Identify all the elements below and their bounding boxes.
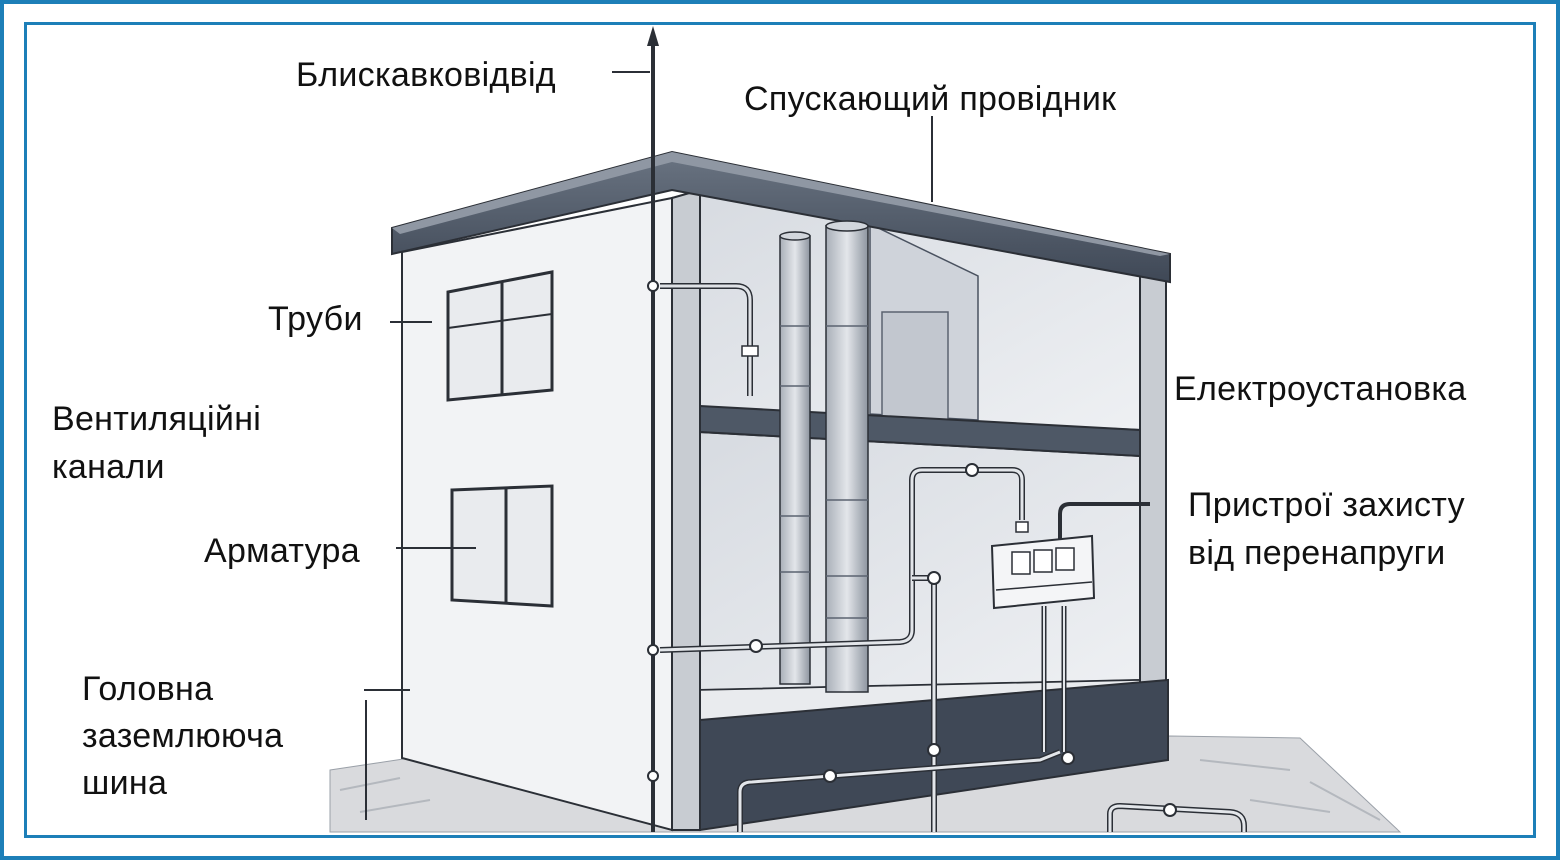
label-grounding-line2: заземлююча <box>82 717 284 755</box>
label-lightning-rod: Блискавковідвід <box>296 56 556 94</box>
label-rebar: Арматура <box>204 532 360 570</box>
inner-border <box>24 22 1536 838</box>
label-surge-line2: від перенапруги <box>1188 534 1446 572</box>
grounding-conductors <box>659 463 1247 832</box>
leader-lines <box>364 71 933 820</box>
label-pipes: Труби <box>268 300 363 338</box>
lightning-rod <box>647 26 659 832</box>
label-down-conductor: Спускающий провідник <box>744 80 1117 118</box>
electrical-panel <box>990 521 1096 610</box>
window-upper <box>446 270 554 402</box>
window-lower <box>450 484 554 608</box>
ventilation-ducts <box>779 220 869 693</box>
roof <box>391 150 1171 284</box>
label-grounding-line3: шина <box>82 764 168 802</box>
label-grounding-line1: Головна <box>82 670 214 708</box>
label-electrical: Електроустановка <box>1174 370 1467 408</box>
label-ventilation-line2: канали <box>52 448 165 486</box>
label-ventilation-line1: Вентиляційні <box>52 400 262 438</box>
label-surge-line1: Пристрої захисту <box>1188 486 1465 524</box>
pipes-upper <box>660 283 759 396</box>
